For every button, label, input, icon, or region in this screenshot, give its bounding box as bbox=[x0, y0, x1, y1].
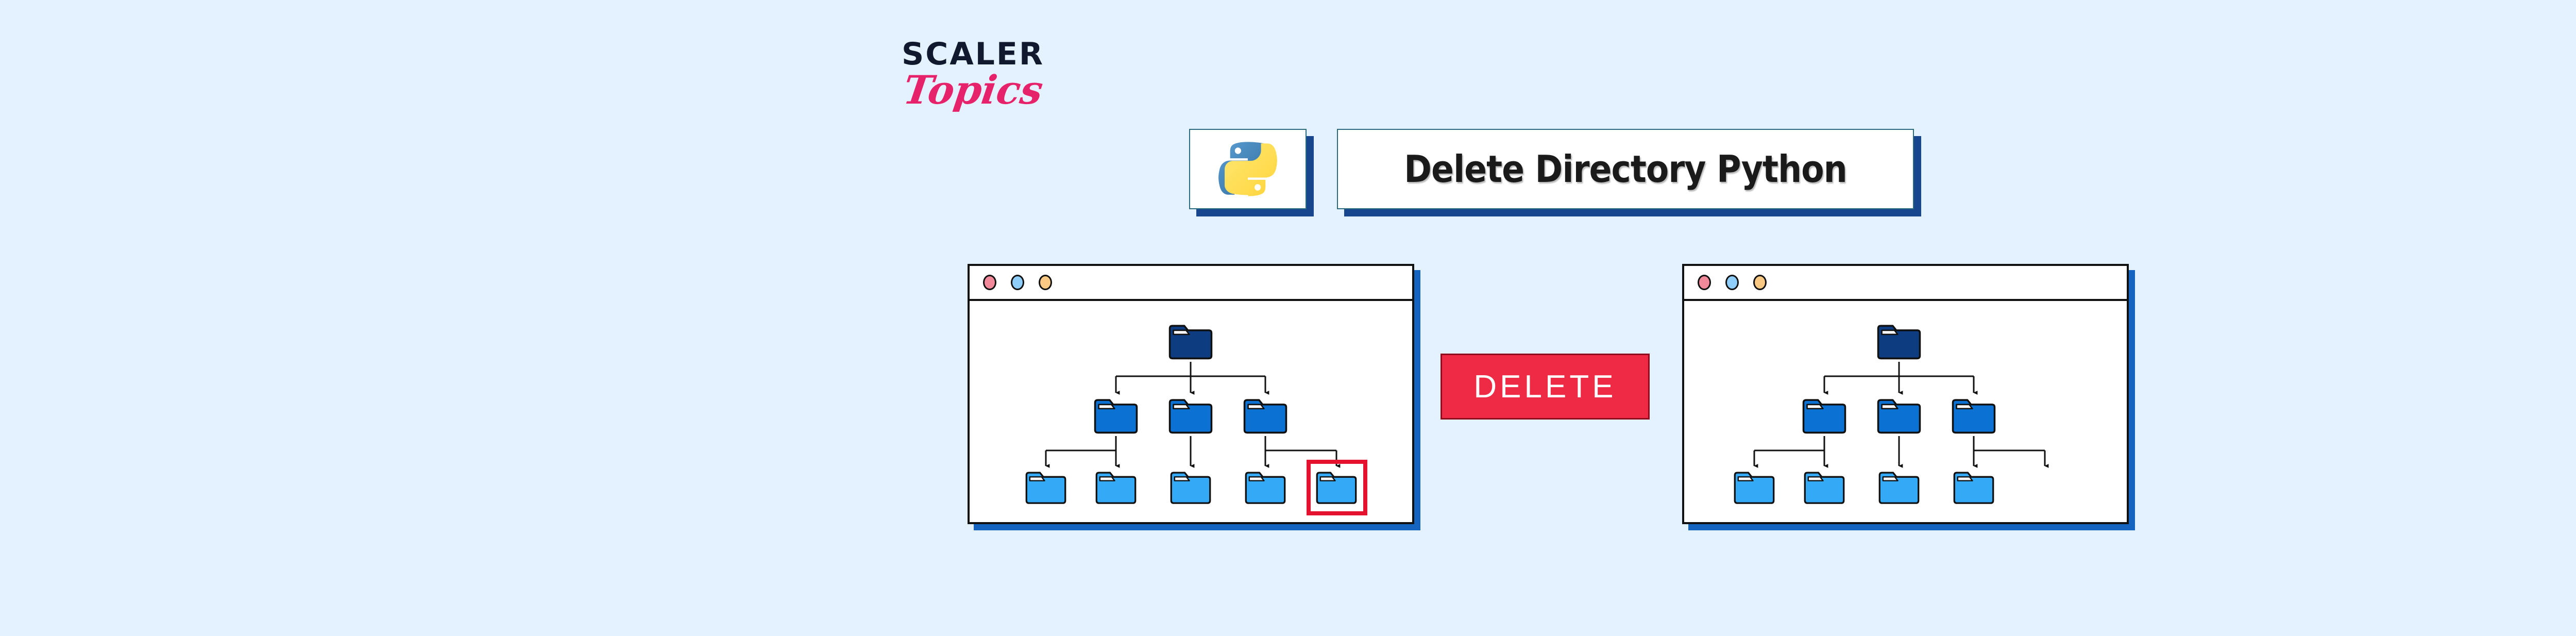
folder-c2-highlighted bbox=[1307, 460, 1367, 515]
folder-b1 bbox=[1878, 472, 1920, 505]
minimize-dot[interactable] bbox=[1011, 275, 1024, 290]
window-before-delete bbox=[968, 264, 1414, 524]
folder-b1 bbox=[1170, 472, 1211, 505]
folder-a2 bbox=[1095, 472, 1137, 505]
folder-a2 bbox=[1804, 472, 1845, 505]
folder-a bbox=[1094, 399, 1138, 434]
folder-a1 bbox=[1734, 472, 1775, 505]
directory-tree-after bbox=[1684, 301, 2127, 522]
python-logo-card bbox=[1189, 129, 1307, 209]
delete-highlight-box bbox=[1307, 460, 1367, 515]
folder-a bbox=[1802, 399, 1846, 434]
window-titlebar bbox=[1684, 266, 2127, 301]
window-titlebar bbox=[970, 266, 1412, 301]
folder-b bbox=[1877, 399, 1921, 434]
folder-c1 bbox=[1953, 472, 1994, 505]
maximize-dot[interactable] bbox=[1753, 275, 1767, 290]
close-dot[interactable] bbox=[1698, 275, 1711, 290]
scaler-topics-logo: SCALER Topics bbox=[900, 36, 1072, 113]
minimize-dot[interactable] bbox=[1725, 275, 1739, 290]
logo-word-scaler: SCALER bbox=[902, 36, 1045, 72]
page-title-card: Delete Directory Python bbox=[1337, 129, 1914, 209]
close-dot[interactable] bbox=[983, 275, 996, 290]
root-folder bbox=[1877, 325, 1921, 360]
folder-b bbox=[1168, 399, 1213, 434]
delete-button[interactable]: DELETE bbox=[1440, 354, 1650, 420]
page-title: Delete Directory Python bbox=[1404, 147, 1848, 191]
root-folder bbox=[1168, 325, 1213, 360]
logo-word-topics: Topics bbox=[900, 67, 1046, 113]
folder-a1 bbox=[1025, 472, 1066, 505]
window-after-delete bbox=[1682, 264, 2129, 524]
folder-c bbox=[1243, 399, 1287, 434]
folder-c bbox=[1952, 399, 1996, 434]
maximize-dot[interactable] bbox=[1039, 275, 1052, 290]
folder-c1 bbox=[1245, 472, 1286, 505]
directory-tree-before bbox=[970, 301, 1412, 522]
